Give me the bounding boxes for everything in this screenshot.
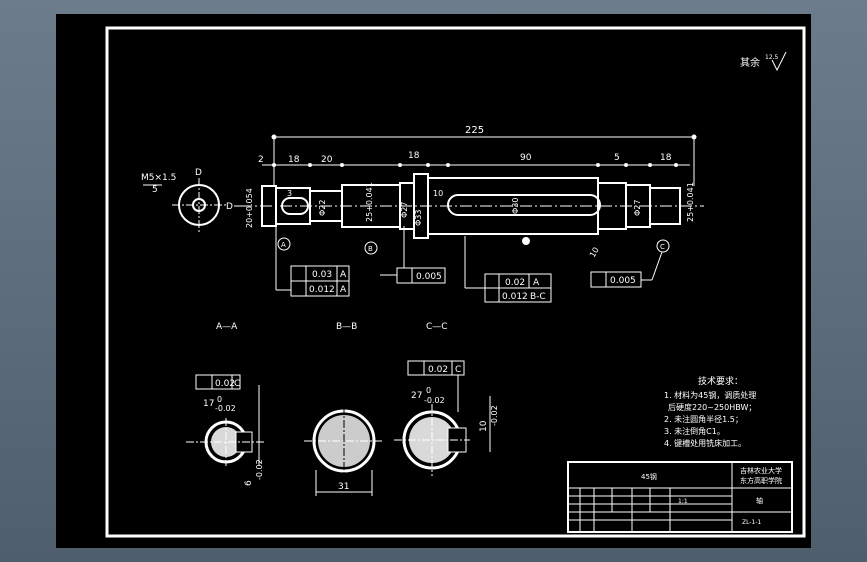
fcf1-tol2: 0.012 <box>309 285 335 295</box>
vdim-25a: 25+0.041 <box>365 182 374 222</box>
notes-title: 技术要求： <box>698 375 743 387</box>
note-2: 后硬度220~250HBW； <box>668 402 756 412</box>
vdim-10a: 10 <box>433 189 443 198</box>
sa-depth: 6 <box>244 480 254 486</box>
section-a <box>186 374 264 466</box>
tb-part: 轴 <box>756 496 763 505</box>
note-4: 3. 未注倒角C1。 <box>664 426 725 436</box>
tb-school: 吉林农业大学 <box>740 466 782 475</box>
sa-datum: C <box>234 379 240 389</box>
vdim-20: 20+0.054 <box>245 188 254 228</box>
dim-arrow <box>648 163 652 167</box>
fcf1-tol1: 0.03 <box>312 270 332 280</box>
datum-b-marker <box>364 241 378 255</box>
roughness-symbol <box>771 51 787 72</box>
fcf4-tol: 0.005 <box>610 276 636 286</box>
fcf3-tol1: 0.02 <box>505 278 525 288</box>
sc-depth-tol: -0.02 <box>490 405 499 426</box>
tb-dept: 东方高职学院 <box>740 476 782 485</box>
dim-20: 20 <box>321 155 333 165</box>
title-block <box>567 461 793 533</box>
note-5: 4. 键槽处用铣床加工。 <box>664 438 746 448</box>
datum-a-label: A <box>281 241 286 249</box>
vdim-33: Φ33 <box>414 210 423 226</box>
keyway-c <box>447 194 601 216</box>
fcf-1 <box>275 226 350 297</box>
vdim-27b: Φ27 <box>633 200 642 216</box>
sa-depth-tol: -0.02 <box>255 459 264 480</box>
vdim-22: Φ22 <box>318 200 327 216</box>
fcf-2 <box>380 226 446 284</box>
dim-90: 90 <box>520 153 532 163</box>
dim-arrow <box>624 163 628 167</box>
note-1: 1. 材料为45钢，调质处理 <box>664 390 756 400</box>
fcf-4 <box>590 251 663 288</box>
fcf3-tol2: 0.012 <box>502 292 528 302</box>
dim-18a: 18 <box>288 155 300 165</box>
sa-tol-dim: -0.02 <box>215 404 236 413</box>
dim-arrow <box>674 163 678 167</box>
vdim-27a: Φ27 <box>400 202 409 218</box>
vdim-3: 3 <box>287 189 292 198</box>
view-d-arrow-label: D <box>226 202 233 212</box>
sc-tol: 0.02 <box>428 365 448 375</box>
fcf2-tol: 0.005 <box>416 272 442 282</box>
sb-diameter: 31 <box>338 482 349 492</box>
dim-arrow <box>446 163 450 167</box>
sa-width: 17 <box>203 399 214 409</box>
sa-tol: 0.02 <box>215 379 235 389</box>
thread-depth: 5 <box>152 185 158 195</box>
datum-b-label: B <box>368 245 373 253</box>
section-title-c: C—C <box>426 322 448 332</box>
sc-datum: C <box>455 365 461 375</box>
fcf1-datum1: A <box>340 270 347 280</box>
dim-arrow <box>340 163 344 167</box>
section-title-a: A—A <box>216 322 238 332</box>
inner-border <box>105 26 806 538</box>
sc-depth: 10 <box>479 420 489 432</box>
tb-scale: 1:1 <box>678 498 688 505</box>
dim-18c: 18 <box>660 153 672 163</box>
shaft-profile <box>261 173 681 239</box>
fcf-3 <box>464 236 552 303</box>
dim-arrow <box>426 163 430 167</box>
vdim-25b: 25+0.041 <box>686 182 695 222</box>
roughness-note: 其余 <box>740 56 760 69</box>
view-d-label: D <box>195 168 202 178</box>
section-c <box>394 360 491 476</box>
section-b <box>304 406 384 496</box>
sc-zero: 0 <box>426 386 431 395</box>
dim-arrow <box>596 163 600 167</box>
fcf3-datum2: B-C <box>530 292 546 302</box>
dim-18b: 18 <box>408 151 420 161</box>
fcf3-datum1: A <box>533 278 540 288</box>
tb-drawing-no: ZL-1-1 <box>742 519 761 526</box>
fcf1-datum2: A <box>340 285 347 295</box>
roughness-value: 12.5 <box>765 54 779 61</box>
datum-d-label: C <box>660 243 665 251</box>
vdim-30: Φ30 <box>511 198 520 214</box>
vdim-10b: 10 <box>588 246 601 259</box>
sc-width: 27 <box>411 391 422 401</box>
overall-length: 225 <box>465 125 484 136</box>
thread-spec: M5×1.5 <box>141 173 176 183</box>
datum-a-marker <box>277 237 291 251</box>
dim-arrow <box>398 163 402 167</box>
datum-c-marker <box>522 237 530 245</box>
note-3: 2. 未注圆角半径1.5； <box>664 414 743 424</box>
section-title-b: B—B <box>336 322 357 332</box>
sc-tol-dim: -0.02 <box>424 396 445 405</box>
dim-arrow <box>308 163 312 167</box>
datum-d-marker <box>656 239 670 253</box>
dim-5: 5 <box>614 153 620 163</box>
tb-material: 45钢 <box>641 472 657 481</box>
sa-zero: 0 <box>217 395 222 404</box>
dim-arrow <box>272 163 276 167</box>
vertical-dims: 20+0.054 Φ22 25+0.041 Φ27 Φ33 Φ30 Φ27 25… <box>245 182 695 259</box>
dim-2: 2 <box>258 155 264 165</box>
